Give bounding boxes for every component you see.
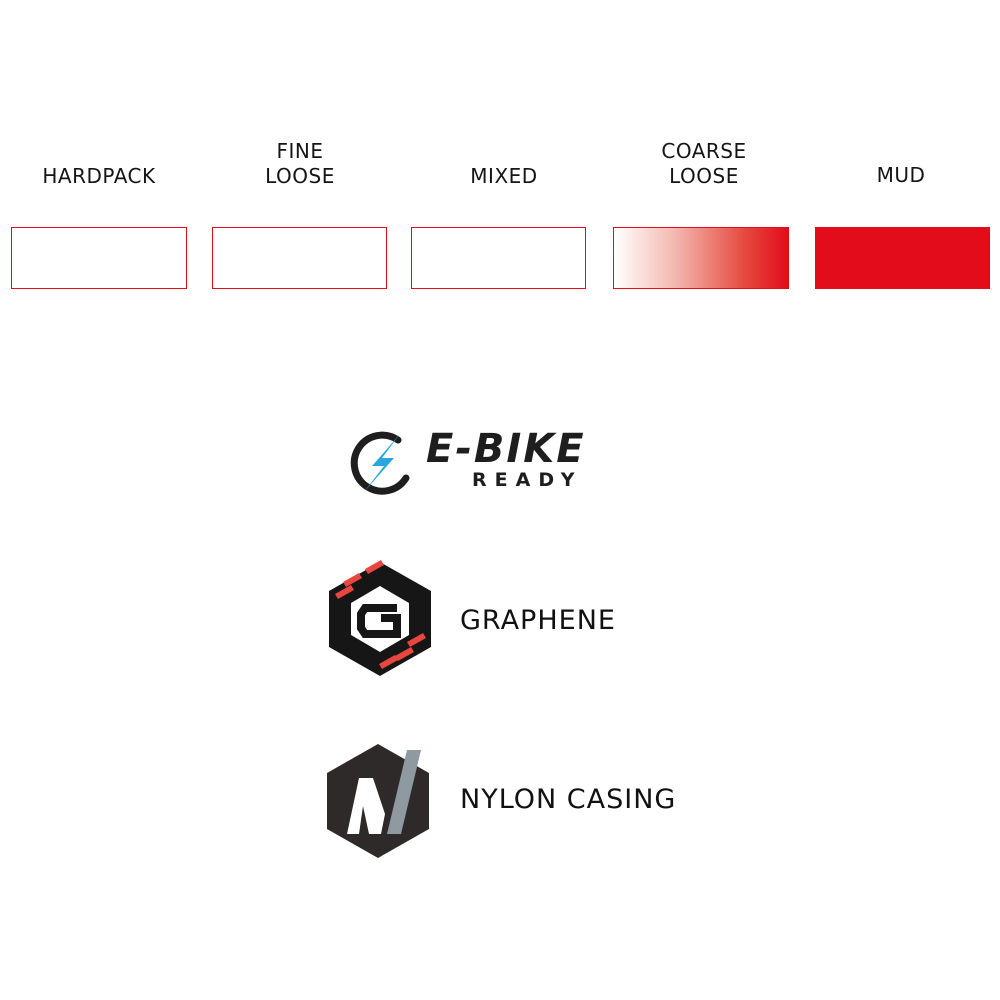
ebike-subtitle: READY bbox=[472, 469, 583, 491]
terrain-label-mud: MUD bbox=[876, 163, 926, 187]
terrain-label-mixed: MIXED bbox=[470, 164, 538, 188]
nylon-casing-hex-icon bbox=[327, 744, 429, 858]
graphene-hex-icon bbox=[329, 560, 431, 676]
terrain-box-mixed bbox=[411, 227, 586, 289]
ebike-ready-logo: E-BIKE READY bbox=[350, 426, 630, 498]
ebike-title: E-BIKE bbox=[426, 426, 586, 472]
terrain-label-coarse-loose: COARSE LOOSE bbox=[661, 139, 747, 188]
terrain-box-mud bbox=[815, 227, 990, 289]
terrain-label-hardpack: HARDPACK bbox=[42, 164, 156, 188]
lightning-bolt-icon bbox=[350, 431, 410, 495]
graphene-label: GRAPHENE bbox=[460, 605, 616, 636]
terrain-box-fine-loose bbox=[212, 227, 387, 289]
terrain-box-hardpack bbox=[11, 227, 187, 289]
terrain-label-fine-loose: FINE LOOSE bbox=[265, 139, 335, 188]
nylon-casing-feature: NYLON CASING bbox=[325, 742, 705, 862]
nylon-casing-label: NYLON CASING bbox=[460, 784, 677, 815]
terrain-box-coarse-loose bbox=[613, 227, 789, 289]
graphene-feature: GRAPHENE bbox=[325, 560, 655, 680]
